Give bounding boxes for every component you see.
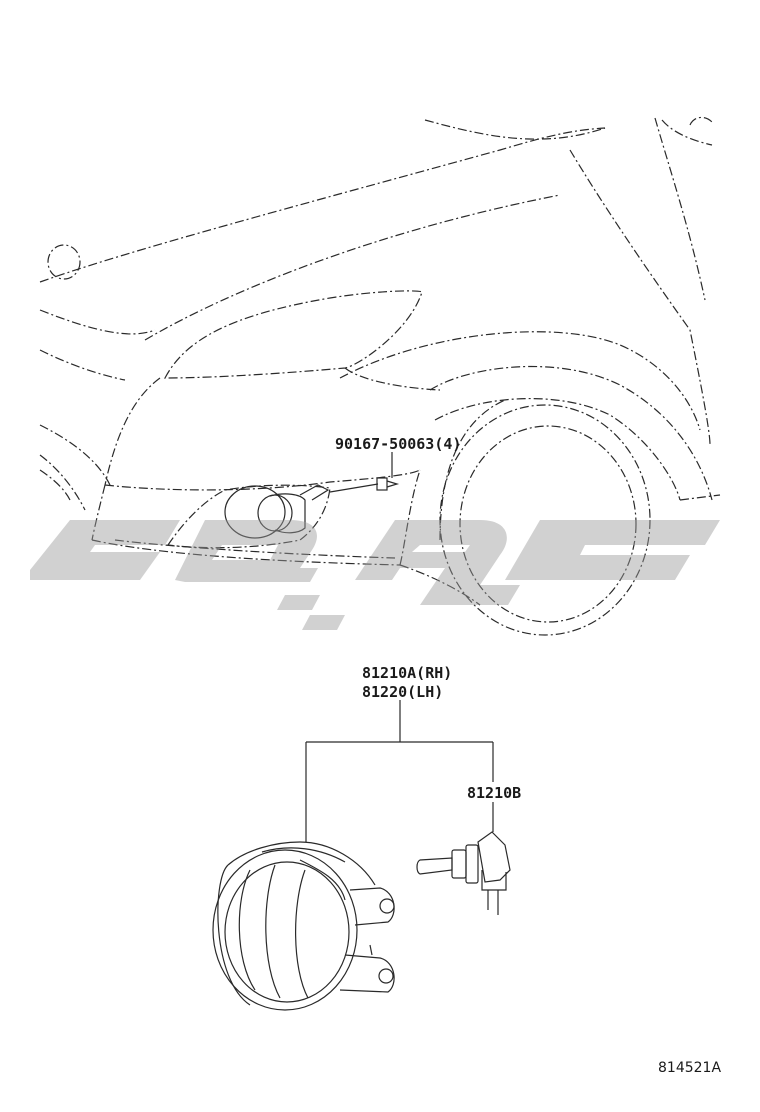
screw-part-number: 90167-50063(4) bbox=[335, 435, 461, 453]
vehicle-front-outline bbox=[39, 116, 721, 636]
assembly-leader-lines bbox=[305, 700, 494, 842]
fog-lamp-lh-part-number: 81220(LH) bbox=[362, 683, 443, 701]
bulb-part-number: 81210B bbox=[467, 784, 521, 802]
bulb-part bbox=[416, 831, 511, 915]
screw-part bbox=[329, 477, 400, 493]
watermark-graphic bbox=[30, 520, 720, 630]
illustration-reference-number: 814521A bbox=[658, 1060, 721, 1076]
fog-lamp-rh-part-number: 81210A(RH) bbox=[362, 664, 452, 682]
fog-lamp-part bbox=[212, 841, 395, 1011]
